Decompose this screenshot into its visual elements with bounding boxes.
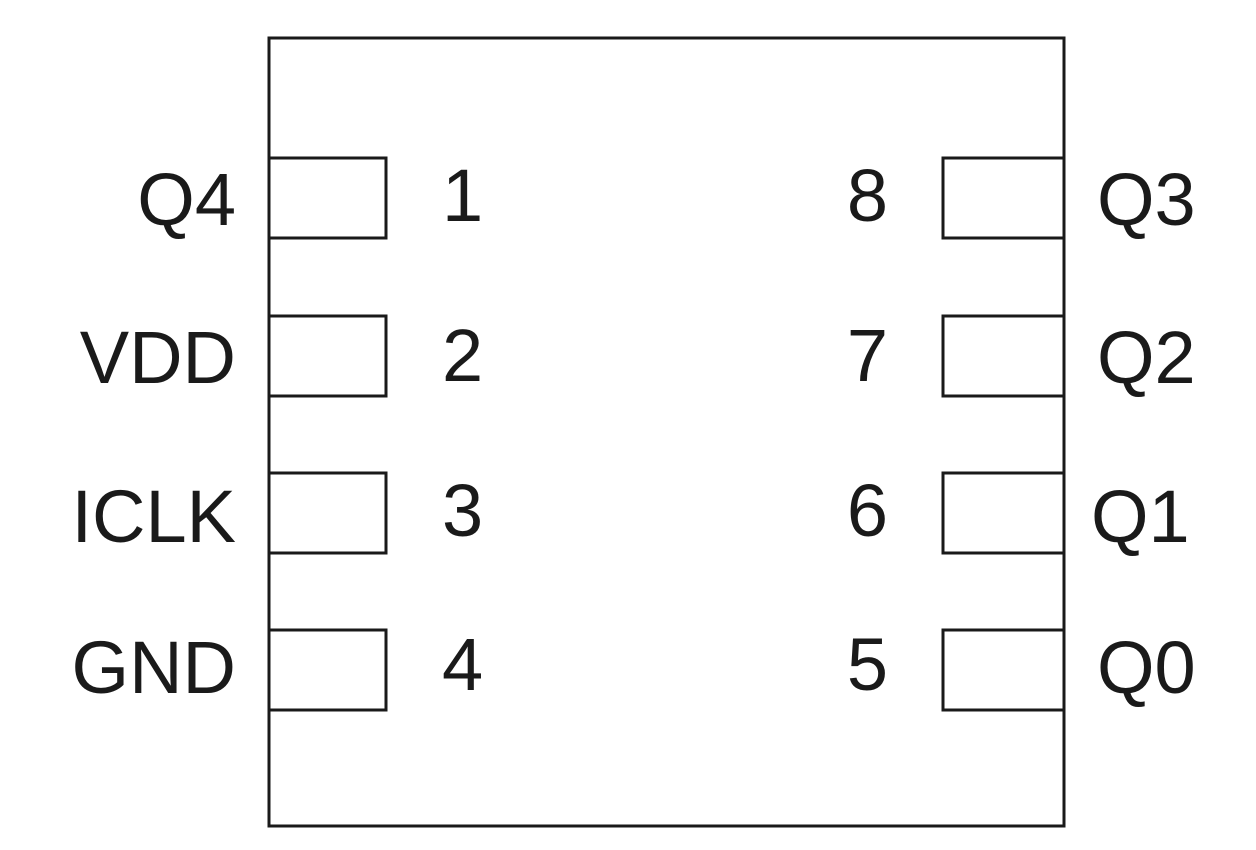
pin-number-2: 2	[442, 314, 483, 397]
pin-number-6: 6	[847, 469, 888, 552]
pin-pad-5	[941, 628, 1066, 712]
pin-number-1: 1	[442, 154, 483, 237]
pin-pad-6	[941, 471, 1066, 555]
pin-number-7: 7	[847, 314, 888, 397]
pin-pad-1	[267, 156, 388, 240]
pin-name-6: Q1	[1091, 475, 1190, 558]
pin-name-2: VDD	[80, 316, 236, 399]
pin-pad-7	[941, 314, 1066, 398]
pin-name-1: Q4	[137, 158, 236, 241]
pin-pad-8	[941, 156, 1066, 240]
pin-number-8: 8	[847, 154, 888, 237]
pin-name-4: GND	[72, 626, 236, 709]
right-pin-6: 6 Q1	[847, 469, 1190, 558]
pin-number-3: 3	[442, 469, 483, 552]
pin-pad-2	[267, 314, 388, 398]
left-pin-3: ICLK 3	[71, 469, 483, 558]
left-pin-4: GND 4	[72, 623, 483, 712]
pin-name-5: Q0	[1097, 626, 1196, 709]
pin-number-4: 4	[442, 623, 483, 706]
pin-number-5: 5	[847, 623, 888, 706]
pin-pad-4	[267, 628, 388, 712]
left-pin-1: Q4 1	[137, 154, 483, 241]
pin-name-8: Q3	[1097, 158, 1196, 241]
package-outline	[267, 36, 1066, 828]
right-pin-8: 8 Q3	[847, 154, 1196, 241]
right-pin-5: 5 Q0	[847, 623, 1196, 712]
pin-pad-3	[267, 471, 388, 555]
pin-name-3: ICLK	[71, 475, 236, 558]
right-pin-7: 7 Q2	[847, 314, 1196, 399]
left-pin-2: VDD 2	[80, 314, 483, 399]
pin-name-7: Q2	[1097, 316, 1196, 399]
